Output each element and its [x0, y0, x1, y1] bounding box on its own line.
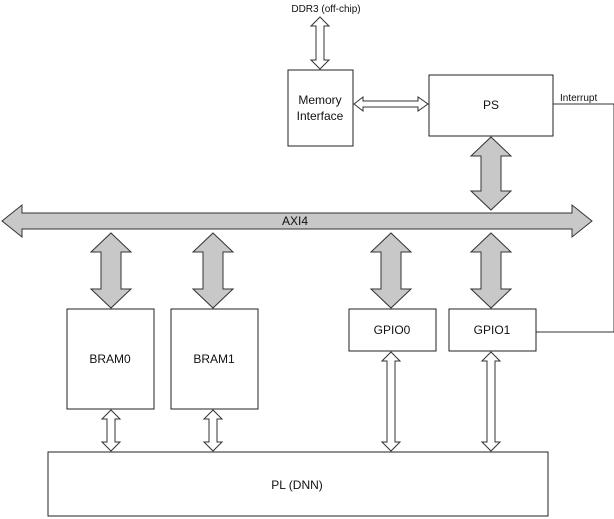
gpio1-label: GPIO1: [474, 323, 511, 337]
bram1-label: BRAM1: [193, 352, 235, 366]
gpio1-box: [448, 308, 537, 352]
bram0-pl-arrow: [100, 409, 122, 452]
ddr3-memory-arrow: [309, 16, 331, 70]
bram0-label: BRAM0: [89, 352, 131, 366]
axi-gpio1-arrow: [469, 232, 513, 309]
axi4-label: AXI4: [282, 214, 308, 228]
pl-dnn-box: [47, 451, 549, 517]
ps-axi-arrow: [469, 136, 513, 211]
ddr3-label: DDR3 (off-chip): [291, 4, 360, 15]
interrupt-line: [536, 103, 614, 333]
gpio0-label: GPIO0: [374, 323, 411, 337]
memory-ps-arrow: [353, 95, 429, 113]
ps-label: PS: [483, 98, 499, 112]
axi-bram1-arrow: [191, 232, 235, 309]
axi4-bus: [1, 203, 593, 239]
bram1-box: [170, 308, 259, 410]
gpio1-pl-arrow: [480, 351, 502, 452]
axi-bram0-arrow: [89, 232, 133, 309]
ps-box: [428, 74, 554, 137]
bram1-pl-arrow: [202, 409, 224, 452]
memory-interface-label-line2: Interface: [297, 109, 344, 123]
interrupt-label: Interrupt: [560, 93, 597, 104]
memory-interface-label-line1: Memory: [298, 93, 341, 107]
pl-dnn-label: PL (DNN): [271, 478, 323, 492]
bram0-box: [66, 308, 155, 410]
gpio0-pl-arrow: [380, 351, 402, 452]
memory-interface-box: [287, 69, 354, 147]
axi-gpio0-arrow: [369, 232, 413, 309]
gpio0-box: [348, 308, 437, 352]
